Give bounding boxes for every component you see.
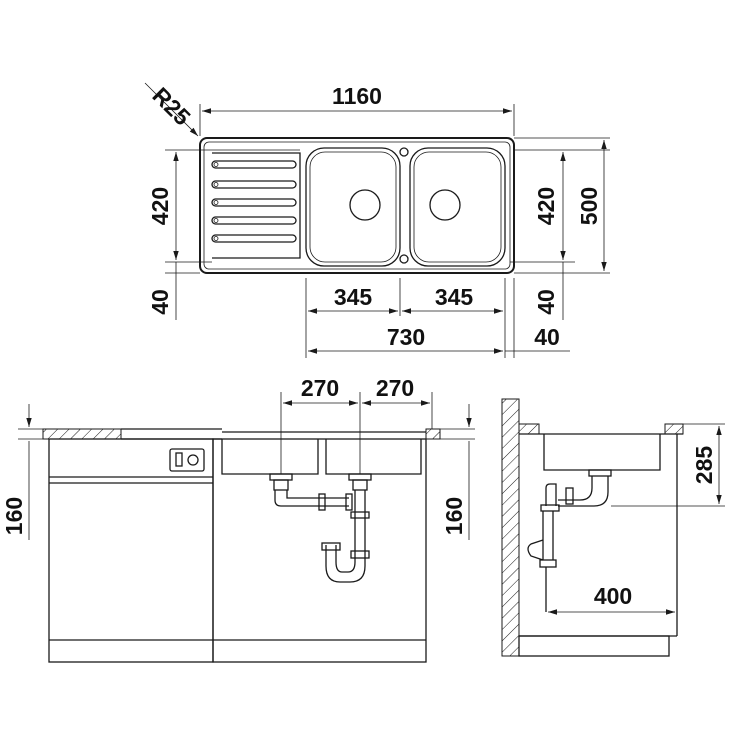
side-plinth [518,635,670,657]
worktop-right [425,428,441,440]
side-view: 285 400 [501,398,725,657]
height-right-label: 160 [441,497,467,535]
control-panel [169,448,205,472]
side-worktop [518,423,540,435]
bowl-right [409,147,506,267]
drain-right [429,189,461,221]
trap-distance-label: 400 [594,583,632,609]
bowl-left [305,147,401,267]
drain-spacing-1-label: 270 [301,375,339,401]
sink-inner-rim [203,141,511,270]
bowl-depth-right-label: 420 [533,187,559,225]
height-left-label: 160 [1,497,27,535]
front-bowl-right [325,439,422,475]
bowl-width-1-label: 345 [334,284,373,310]
side-sink-bowl [543,434,661,471]
dishwasher-cabinet [48,438,214,663]
overall-depth-label: 500 [576,187,602,225]
sink-cabinet [212,438,427,663]
drain-spacing-2-label: 270 [376,375,414,401]
side-drain-pipes [527,469,612,612]
tap-hole [399,147,409,157]
side-worktop-front [664,423,684,435]
drain-left [349,189,381,221]
front-bowl-left [221,439,319,475]
bowls-total-width-label: 730 [387,324,425,350]
top-view: R25 1160 420 40 420 500 40 345 [144,82,610,358]
front-margin-left-label: 40 [147,289,173,315]
sink-outline [199,137,515,274]
sink-depth-label: 285 [691,446,717,485]
overflow-hole [399,254,409,264]
corner-radius-label: R25 [147,82,195,130]
control-button [187,454,199,466]
front-drain-pipes [269,473,372,583]
bowl-right-inner [413,151,502,263]
worktop-left [42,428,122,440]
side-margin-label: 40 [534,324,560,350]
drainboard [211,152,301,259]
bowl-width-2-label: 345 [435,284,474,310]
bowl-left-inner [309,151,397,263]
front-margin-right-label: 40 [533,289,559,315]
control-knob [175,452,183,467]
overall-width-label: 1160 [332,83,382,109]
wall-section [501,398,520,657]
front-view: 270 270 160 160 [1,375,475,663]
bowl-depth-left-label: 420 [147,187,173,225]
